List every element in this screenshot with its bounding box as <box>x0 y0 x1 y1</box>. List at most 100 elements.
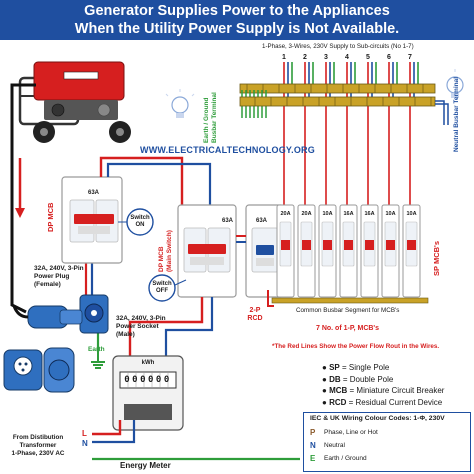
wiring-code-letter: N <box>310 441 316 450</box>
wiring-code-label: Earth / Ground <box>324 455 367 462</box>
legend-item: ● SP = Single Pole <box>322 363 390 372</box>
lamp-icon-right <box>446 69 464 98</box>
cable-generator-mcb-to-main <box>99 156 212 205</box>
mcb-count-label: 7 No. of 1-P, MCB's <box>316 325 379 332</box>
transformer-plug <box>3 347 75 393</box>
main-dp-mcb <box>177 204 237 298</box>
mcb-rating: 16A <box>364 211 375 217</box>
neutral-busbar-links <box>435 100 449 125</box>
sp-mcb-3 <box>318 204 337 298</box>
generator-icon <box>18 61 131 143</box>
earth-label: Earth <box>88 346 105 353</box>
main-mcb-rating: 63A <box>222 218 234 224</box>
energy-meter-label: Energy Meter <box>120 461 171 470</box>
switch-off-callout: Switch OFF <box>152 281 172 294</box>
lamp-icon-left <box>165 89 195 118</box>
sub-circuit-number: 3 <box>324 54 328 61</box>
sub-circuit-number: 4 <box>345 54 349 61</box>
sp-mcb-1 <box>276 204 295 298</box>
legend-text: = Single Pole <box>339 363 390 372</box>
meter-reading: 000000 <box>124 375 172 385</box>
title-line-2: When the Utility Power Supply is Not Ava… <box>74 21 400 37</box>
generator-dp-mcb <box>61 176 123 264</box>
wiring-code-letter: P <box>310 428 316 437</box>
neutral-busbar-label: Neutral Busbar Terminal <box>453 76 460 152</box>
generator-mcb-rating: 63A <box>88 190 100 196</box>
legend-abbr: RCD <box>329 397 347 407</box>
power-socket-label: 32A, 240V, 3-Pin Power Socket (Male) <box>116 315 166 338</box>
title-line-1: Generator Supplies Power to the Applianc… <box>84 3 390 19</box>
wiring-codes-box: IEC & UK Wiring Colour Codes: 1-Φ, 230V … <box>303 412 471 472</box>
wiring-code-label: Neutral <box>324 442 345 449</box>
earth-busbar-label: Earth / Ground Busbar Terminal <box>203 92 218 143</box>
legend-text: = Double Pole <box>340 374 394 384</box>
incoming-supply-lines <box>92 420 300 461</box>
rcd-label: 2-P RCD <box>247 307 263 322</box>
meter-unit: kWh <box>141 360 155 366</box>
sp-mcb-2 <box>297 204 316 298</box>
wiring-drawing <box>3 61 464 462</box>
meter-to-main-cable <box>128 297 214 372</box>
legend-abbr: SP <box>329 363 340 372</box>
sp-mcbs-label: SP MCB's <box>432 241 441 276</box>
sub-circuit-5-wires <box>367 62 377 205</box>
rcd-rating: 63A <box>256 218 268 224</box>
main-mcb-label: DP MCB (Main Switch) <box>158 230 173 272</box>
sub-circuit-heading: 1-Phase, 3-Wires, 230V Supply to Sub-cir… <box>262 43 414 50</box>
generator-mcb-label: DP MCB <box>46 202 55 232</box>
sp-mcb-6 <box>381 204 400 298</box>
power-flow-note: *The Red Lines Show the Power Flow Rout … <box>272 343 440 350</box>
sp-mcb-row <box>276 204 421 298</box>
legend-text: = Residual Current Device <box>346 397 443 407</box>
sub-circuit-number: 2 <box>303 54 307 61</box>
power-socket-male <box>79 294 109 334</box>
earth-rod <box>91 352 105 369</box>
title-banner: Generator Supplies Power to the Applianc… <box>0 0 474 40</box>
sub-circuit-number: 7 <box>408 54 412 61</box>
sub-circuit-3-wires <box>325 62 335 205</box>
sp-mcb-4 <box>339 204 358 298</box>
mcb-rating: 16A <box>343 211 354 217</box>
mcb-rating: 10A <box>406 211 417 217</box>
generator-output-cable <box>10 83 36 314</box>
wiring-code-letter: E <box>310 454 316 463</box>
energy-meter <box>112 355 184 431</box>
power-plug-label: 32A, 240V, 3-Pin Power Plug (Female) <box>34 265 84 288</box>
incoming-line-label: L <box>82 429 87 438</box>
sp-mcb-5 <box>360 204 379 298</box>
wiring-code-label: Phase, Line or Hot <box>324 429 378 436</box>
legend-item: ● RCD = Residual Current Device <box>322 397 443 407</box>
legend-item: ● DB = Double Pole <box>322 374 394 384</box>
legend-abbr: DB <box>329 374 341 384</box>
switch-callouts <box>118 208 187 302</box>
legend-text: = Miniature Circuit Breaker <box>347 386 445 395</box>
common-busbar <box>267 290 429 307</box>
sub-circuit-number: 1 <box>282 54 286 61</box>
sub-circuit-number: 5 <box>366 54 370 61</box>
sub-circuit-6-wires <box>388 62 398 205</box>
mcb-rating: 10A <box>385 211 396 217</box>
mcb-rating: 20A <box>280 211 291 217</box>
sub-circuit-4-wires <box>346 62 356 205</box>
mcb-rating: 20A <box>301 211 312 217</box>
website-label: WWW.ELECTRICALTECHNOLOGY.ORG <box>140 145 315 155</box>
sp-mcb-7 <box>402 204 421 298</box>
sub-circuit-1-wires <box>283 62 293 205</box>
neutral-busbar <box>239 96 436 107</box>
wiring-codes-title: IEC & UK Wiring Colour Codes: 1-Φ, 230V <box>310 415 445 422</box>
incoming-neutral-label: N <box>82 439 88 448</box>
transformer-label: From Distibution Transformer 1-Phase, 23… <box>11 434 65 457</box>
switch-on-callout: Switch ON <box>130 215 150 228</box>
sub-circuit-2-wires <box>304 62 314 205</box>
earth-busbar <box>239 83 436 94</box>
abbreviation-legend: ● SP = Single Pole ● DB = Double Pole ● … <box>322 362 444 408</box>
legend-item: ● MCB = Miniature Circuit Breaker <box>322 386 445 395</box>
common-busbar-label: Common Busbar Segment for MCB's <box>296 307 400 314</box>
sub-circuit-number: 6 <box>387 54 391 61</box>
sub-circuit-wires <box>283 62 419 205</box>
legend-abbr: MCB <box>329 386 348 395</box>
mcb-rating: 10A <box>322 211 333 217</box>
power-plug-female <box>12 305 83 329</box>
sub-circuit-7-wires <box>409 62 419 205</box>
